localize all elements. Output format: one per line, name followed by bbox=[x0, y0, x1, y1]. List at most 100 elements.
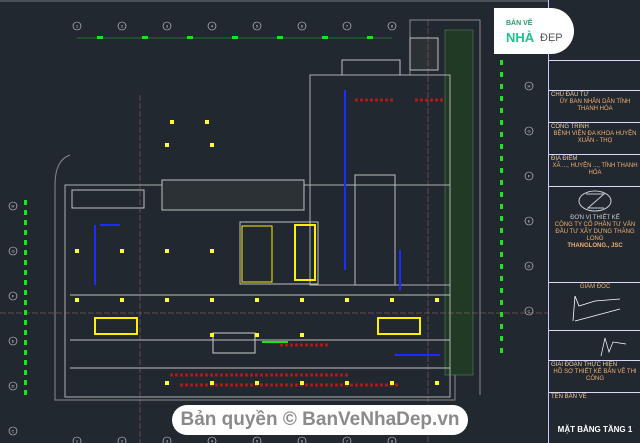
columns bbox=[75, 120, 439, 385]
investor: ỦY BAN NHÂN DÂN TỈNH THANH HÓA bbox=[559, 99, 631, 112]
dimension-text bbox=[24, 210, 27, 215]
dimension-text bbox=[367, 36, 373, 39]
column bbox=[75, 249, 79, 253]
dimension-text bbox=[24, 250, 27, 255]
grid-bubble-bottom: 7 bbox=[342, 436, 352, 443]
dimension-text bbox=[142, 36, 148, 39]
grid-bubble-right: G bbox=[524, 126, 534, 136]
dimension-text bbox=[24, 300, 27, 305]
column bbox=[120, 298, 124, 302]
column bbox=[165, 249, 169, 253]
svg-text:H: H bbox=[12, 204, 15, 209]
svg-text:D: D bbox=[528, 264, 531, 269]
dimension-text bbox=[500, 156, 503, 161]
grid-bubble-right: H bbox=[524, 81, 534, 91]
dimension-text bbox=[24, 280, 27, 285]
svg-text:2: 2 bbox=[121, 24, 124, 29]
grid-bubble-right: E bbox=[524, 216, 534, 226]
grid-bubble-top: 8 bbox=[387, 21, 397, 31]
director-cell: GIÁM ĐỐC bbox=[549, 282, 640, 330]
column bbox=[205, 120, 209, 124]
grid-bubble-bottom: 6 bbox=[297, 436, 307, 443]
svg-text:E: E bbox=[528, 219, 531, 224]
column bbox=[210, 249, 214, 253]
sheet-cell: TÊN BẢN VẼ MẶT BẰNG TẦNG 1 bbox=[549, 392, 640, 443]
dimension-text bbox=[500, 240, 503, 245]
column bbox=[435, 298, 439, 302]
svg-text:1: 1 bbox=[76, 439, 79, 443]
svg-text:C: C bbox=[528, 309, 531, 314]
column bbox=[255, 381, 259, 385]
svg-text:3: 3 bbox=[166, 24, 169, 29]
dimension-text bbox=[24, 200, 27, 205]
grid-bubble-bottom: 3 bbox=[162, 436, 172, 443]
column bbox=[165, 381, 169, 385]
column bbox=[210, 381, 214, 385]
dimension-text bbox=[500, 276, 503, 281]
location: XÃ ..., HUYỆN ..., TỈNH THANH HÓA bbox=[552, 163, 638, 176]
svg-text:8: 8 bbox=[391, 24, 394, 29]
grid-bubble-bottom: 1 bbox=[72, 436, 82, 443]
dimension-text bbox=[24, 390, 27, 395]
dimension-text bbox=[24, 350, 27, 355]
column bbox=[75, 298, 79, 302]
dimension-text bbox=[500, 216, 503, 221]
column bbox=[255, 298, 259, 302]
svg-text:C: C bbox=[12, 429, 15, 434]
svg-text:7: 7 bbox=[346, 24, 349, 29]
grid-bubble-top: 7 bbox=[342, 21, 352, 31]
second-signature-icon bbox=[600, 337, 627, 357]
dimension-text bbox=[500, 348, 503, 353]
grid-bubble-top: 4 bbox=[207, 21, 217, 31]
grid-bubble-left: F bbox=[8, 291, 18, 301]
dimension-text bbox=[500, 312, 503, 317]
dimension-text bbox=[24, 260, 27, 265]
company-short: THANGLONG., JSC bbox=[567, 243, 623, 249]
column bbox=[210, 143, 214, 147]
grid-bubble-right: F bbox=[524, 171, 534, 181]
dimension-text bbox=[24, 230, 27, 235]
grid-bubble-right: D bbox=[524, 261, 534, 271]
svg-text:E: E bbox=[12, 339, 15, 344]
svg-text:4: 4 bbox=[211, 24, 214, 29]
column bbox=[210, 333, 214, 337]
dimension-text bbox=[187, 36, 193, 39]
column bbox=[390, 381, 394, 385]
dimension-text bbox=[500, 204, 503, 209]
design-unit-label: ĐƠN VỊ THIẾT KẾ bbox=[570, 215, 620, 221]
svg-text:5: 5 bbox=[256, 24, 259, 29]
svg-text:F: F bbox=[12, 294, 15, 299]
column bbox=[210, 298, 214, 302]
title-block: CHỦ ĐẦU TƯ ỦY BAN NHÂN DÂN TỈNH THANH HÓ… bbox=[548, 0, 640, 443]
dimension-text bbox=[500, 252, 503, 257]
dimension-text bbox=[24, 370, 27, 375]
design-unit-cell: ĐƠN VỊ THIẾT KẾ CÔNG TY CỔ PHẦN TƯ VẤN Đ… bbox=[549, 186, 640, 282]
dimension-text bbox=[500, 228, 503, 233]
column bbox=[255, 333, 259, 337]
dimension-text bbox=[500, 84, 503, 89]
grid-bubble-left: C bbox=[8, 426, 18, 436]
dimension-lines bbox=[24, 36, 503, 395]
dimension-text bbox=[500, 96, 503, 101]
column bbox=[165, 298, 169, 302]
company-logo-icon bbox=[578, 190, 612, 212]
column bbox=[435, 381, 439, 385]
floor-plan bbox=[0, 19, 640, 443]
watermark: Bản quyền © BanVeNhaDep.vn bbox=[172, 405, 468, 435]
dimension-text bbox=[500, 132, 503, 137]
dimension-text bbox=[500, 300, 503, 305]
logo-line3: ĐẸP bbox=[540, 32, 563, 44]
grid-bubble-top: 2 bbox=[117, 21, 127, 31]
dimension-text bbox=[24, 320, 27, 325]
column bbox=[170, 120, 174, 124]
stage-label: GIAI ĐOẠN THỰC HIỆN bbox=[551, 362, 618, 368]
grid-bubble-left: H bbox=[8, 201, 18, 211]
svg-text:G: G bbox=[527, 129, 530, 134]
svg-text:F: F bbox=[528, 174, 531, 179]
svg-text:5: 5 bbox=[256, 439, 259, 443]
grid-bubble-top: 6 bbox=[297, 21, 307, 31]
svg-text:6: 6 bbox=[301, 439, 304, 443]
grid-bubble-right: C bbox=[524, 306, 534, 316]
sheet-label: TÊN BẢN VẼ bbox=[551, 394, 587, 400]
